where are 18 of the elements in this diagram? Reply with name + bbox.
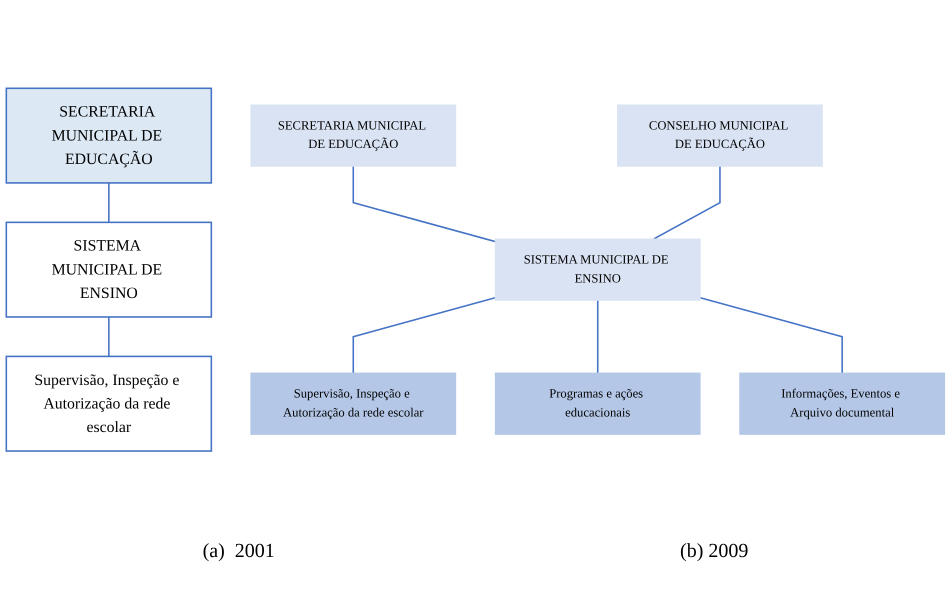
connector — [596, 300, 599, 374]
node-box: CONSELHO MUNICIPAL DE EDUCAÇÃO — [617, 104, 823, 168]
connector — [700, 297, 843, 374]
node-box: SISTEMA MUNICIPAL DE ENSINO — [6, 222, 212, 318]
node-box: Programas e ações educacionais — [494, 372, 701, 436]
connector — [352, 297, 496, 374]
connector — [352, 166, 496, 243]
node-box: Supervisão, Inspeção e Autorização da rede escolar — [250, 372, 456, 436]
node-box: SISTEMA MUNICIPAL DE ENSINO — [494, 238, 701, 302]
node-box: Supervisão, Inspeção e Autorização da rede escolar — [6, 356, 212, 452]
caption-label: (b) 2009 — [680, 540, 748, 563]
node-box: SECRETARIA MUNICIPAL DE EDUCAÇÃO — [6, 88, 212, 184]
connector — [108, 317, 110, 357]
node-box: SECRETARIA MUNICIPAL DE EDUCAÇÃO — [250, 104, 456, 168]
connector — [653, 166, 721, 240]
connector — [108, 183, 110, 223]
caption-label: (a) 2001 — [202, 540, 275, 563]
node-box: Informações, Eventos e Arquivo documental — [739, 372, 946, 436]
